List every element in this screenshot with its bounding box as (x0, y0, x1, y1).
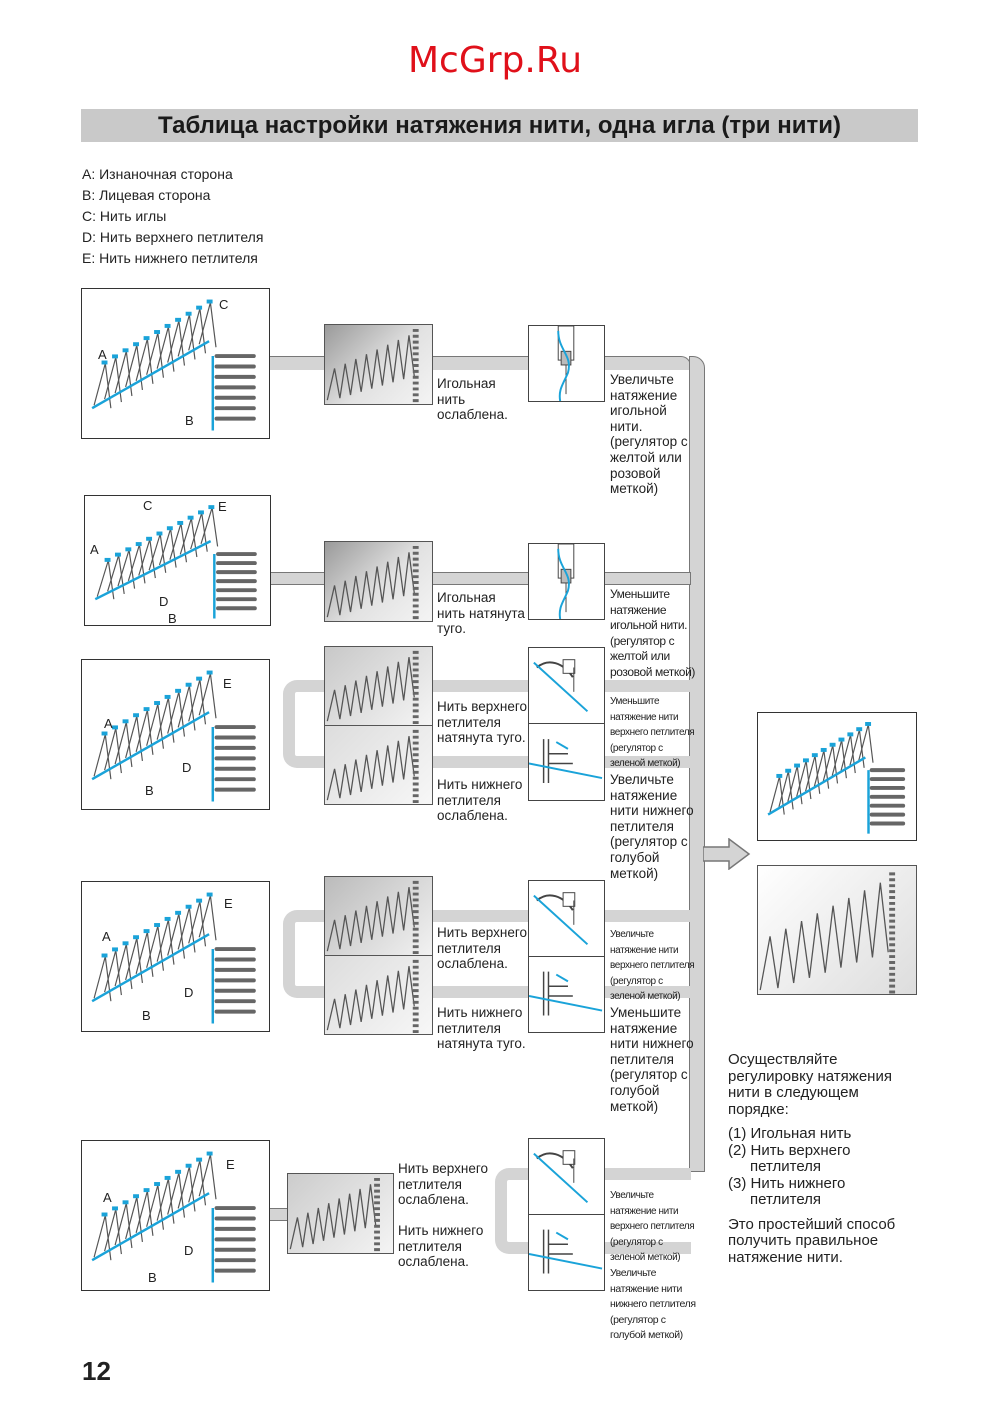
stitch-photo (287, 1173, 394, 1254)
label-a: A (103, 1190, 112, 1205)
label-d: D (159, 594, 169, 609)
lower-looper-icon (528, 1214, 605, 1291)
stitch-photo (324, 541, 433, 622)
label-a: A (98, 347, 107, 362)
label-e: E (218, 499, 227, 514)
problem-text: Нить нижнего петлителя ослаблена. (437, 777, 523, 824)
stitch-photo (324, 955, 433, 1035)
page-number: 12 (82, 1356, 111, 1386)
upper-looper-icon (528, 880, 605, 957)
fix-text: Увеличьте натяжение игольной нити. (регу… (610, 372, 688, 497)
page-title: Таблица настройки натяжения нити, одна и… (158, 112, 841, 139)
label-c: C (143, 498, 153, 513)
connector (269, 1208, 289, 1221)
label-d: D (182, 760, 192, 775)
problem-text: Нить верхнего петлителя ослаблена. (437, 925, 527, 972)
lower-looper-icon (528, 723, 605, 801)
problem-text: Игольная нить натянута туго. (437, 590, 525, 637)
lower-looper-icon (528, 956, 605, 1033)
watermark: McGrp.Ru (408, 40, 583, 81)
stitch-diagram-2: A B C D E (84, 495, 271, 626)
label-a: A (90, 542, 99, 557)
fix-text: Увеличьте натяжение нити нижнего петлите… (610, 772, 694, 881)
title-bar: Таблица настройки натяжения нити, одна и… (81, 109, 918, 142)
fix-text: Уменьшите натяжение игольной нити. (регу… (610, 587, 695, 679)
problem-column: Игольная нить ослаблена. Игольная нить н… (437, 376, 527, 1052)
problem-column-bottom: Нить верхнего петлителя ослаблена. Нить … (398, 1161, 493, 1270)
correct-stitch-photo (757, 865, 917, 995)
problem-text: Нить нижнего петлителя ослаблена. (398, 1223, 484, 1270)
note-step: (2) Нить верхнего петлителя (728, 1141, 851, 1175)
problem-text: Нить верхнего петлителя натянута туго. (437, 699, 527, 746)
legend-d: D: Нить верхнего петлителя (82, 229, 264, 245)
problem-text: Нить верхнего петлителя ослаблена. (398, 1161, 488, 1208)
note-step: (1) Игольная нить (728, 1125, 852, 1142)
label-b: B (168, 611, 177, 626)
label-a: A (102, 929, 111, 944)
legend-a: A: Изнаночная сторона (82, 166, 233, 182)
note-intro: Осуществляйте регулировку натяжения нити… (728, 1051, 892, 1118)
label-b: B (185, 413, 194, 428)
fix-text: Уменьшите натяжение нити нижнего петлите… (610, 1004, 694, 1114)
label-c: C (219, 297, 229, 312)
stitch-photo (324, 646, 433, 726)
label-b: B (142, 1008, 151, 1023)
problem-text: Игольная нить ослаблена. (437, 376, 508, 423)
legend-b: B: Лицевая сторона (82, 187, 211, 203)
label-a: A (104, 716, 113, 731)
stitch-diagram-4: A B D E (81, 881, 270, 1032)
label-e: E (226, 1157, 235, 1172)
label-e: E (224, 896, 233, 911)
fix-text: Увеличьте натяжение нити верхнего петлит… (610, 1189, 695, 1264)
note-outro: Это простейший способ получить правильно… (728, 1215, 896, 1266)
stitch-diagram-1: A B C (81, 288, 270, 439)
stitch-diagram-3: A B D E (81, 659, 270, 810)
correct-stitch-diagram (757, 712, 917, 841)
legend-c: C: Нить иглы (82, 208, 167, 224)
label-d: D (184, 985, 194, 1000)
problem-text: Нить нижнего петлителя натянута туго. (437, 1005, 526, 1052)
note-step: (3) Нить нижнего петлителя (728, 1174, 846, 1208)
upper-looper-icon (528, 1138, 605, 1215)
label-b: B (148, 1270, 157, 1285)
stitch-diagram-5: A B D E (81, 1140, 270, 1291)
stitch-photo (324, 876, 433, 956)
fix-text: Увеличьте натяжение нити верхнего петлит… (610, 929, 695, 1003)
stitch-photo (324, 725, 433, 805)
fix-column: Увеличьте натяжение игольной нити. (регу… (610, 372, 698, 1344)
arrow-right-icon (703, 838, 751, 870)
needle-tension-icon (528, 543, 605, 620)
needle-tension-icon (528, 325, 605, 402)
label-e: E (223, 676, 232, 691)
legend-e: E: Нить нижнего петлителя (82, 250, 258, 266)
fix-text: Уменьшите натяжение нити верхнего петлит… (610, 696, 695, 770)
stitch-photo (324, 324, 433, 405)
label-d: D (184, 1243, 194, 1258)
fix-text: Увеличьте натяжение нити нижнего петлите… (610, 1266, 696, 1342)
label-b: B (145, 783, 154, 798)
upper-looper-icon (528, 647, 605, 724)
note: Осуществляйте регулировку натяжения нити… (728, 1051, 918, 1266)
